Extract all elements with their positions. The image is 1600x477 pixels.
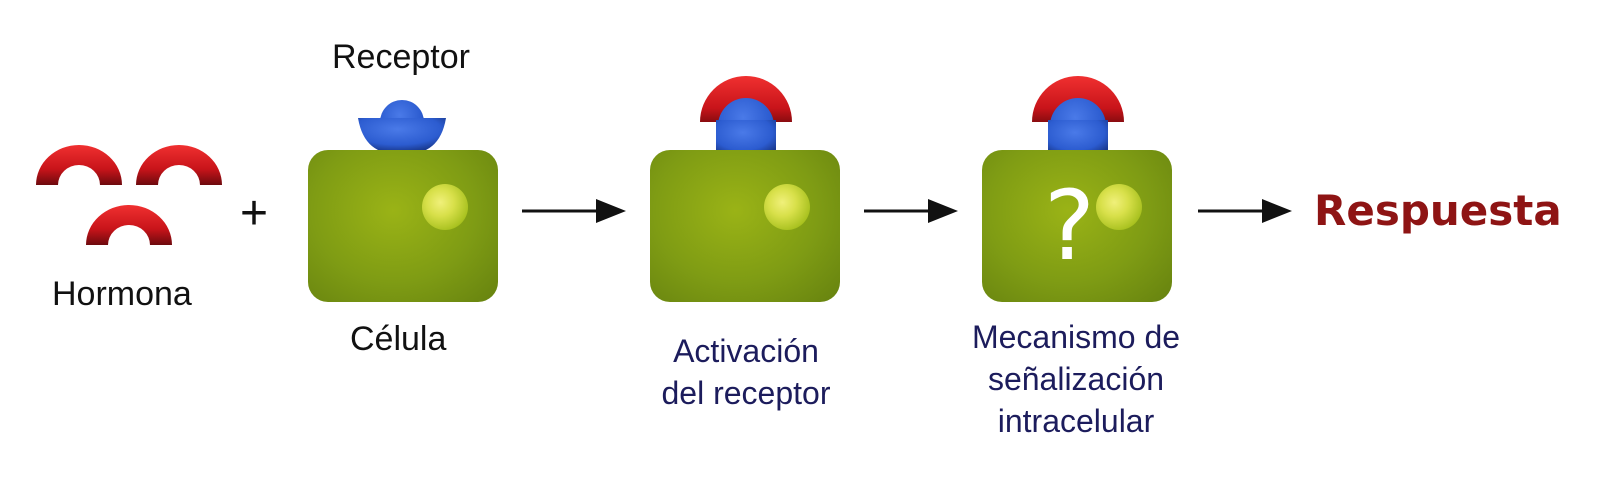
activated-cell-body (650, 150, 840, 302)
bound-receptor-icon (700, 76, 792, 156)
bound-receptor-icon (1032, 76, 1124, 156)
signaling-cell-body: ? (982, 150, 1172, 302)
cell-label: Célula (350, 320, 447, 358)
hormone-label: Hormona (52, 275, 192, 313)
hormone-molecule-2 (136, 145, 222, 185)
arrow-icon-1 (522, 199, 626, 223)
nucleus-icon (422, 184, 468, 230)
activation-label-line-1: Activación (673, 333, 819, 369)
nucleus-icon (764, 184, 810, 230)
plus-sign: + (240, 187, 269, 240)
nucleus-icon (1096, 184, 1142, 230)
mechanism-label: Mecanismo de señalización intracelular (956, 316, 1196, 442)
arrow-icon-3 (1198, 199, 1292, 223)
activation-label: Activación del receptor (636, 330, 856, 414)
question-mark-icon: ? (1044, 170, 1095, 282)
mechanism-label-line-1: Mecanismo de (971, 319, 1181, 355)
cell-body (308, 150, 498, 302)
mechanism-label-line-2: señalización (987, 361, 1165, 397)
arrow-icon-2 (864, 199, 958, 223)
response-label: Respuesta (1314, 186, 1562, 235)
activation-label-line-2: del receptor (661, 375, 831, 411)
mechanism-label-line-3: intracelular (997, 403, 1155, 439)
receptor-label: Receptor (332, 38, 470, 76)
hormone-molecule-1 (36, 145, 122, 185)
hormone-molecule-3 (86, 205, 172, 245)
receptor-icon (358, 100, 446, 150)
